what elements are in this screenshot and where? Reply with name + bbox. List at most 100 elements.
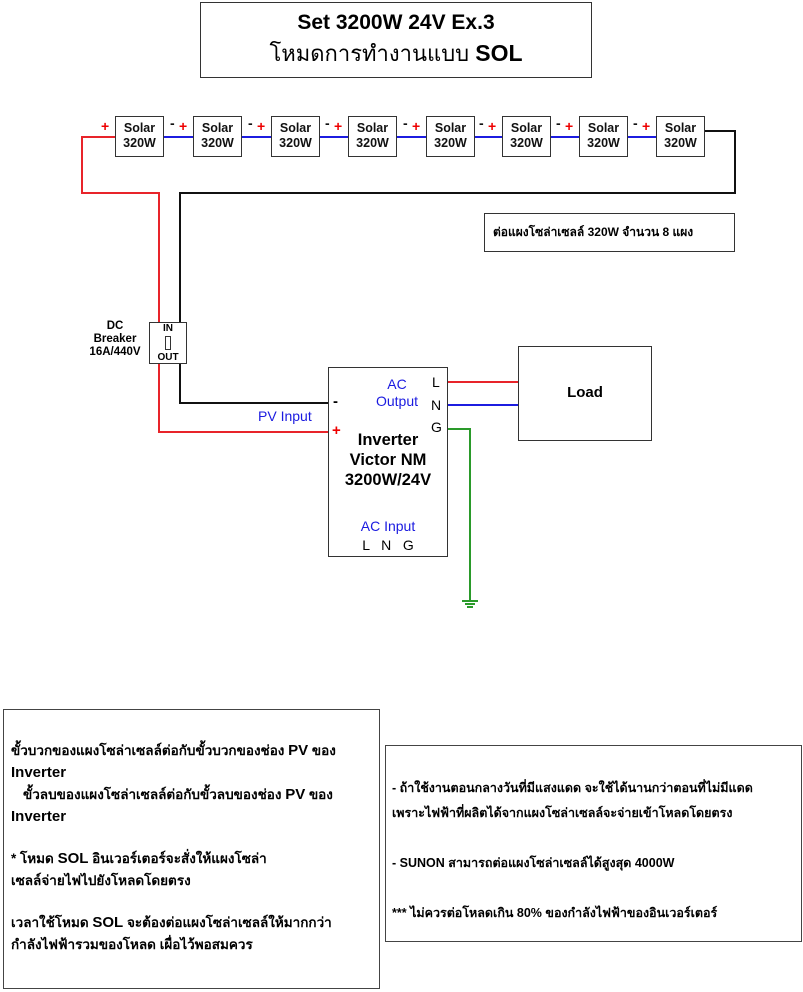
title-mode-prefix: โหมดการทำงานแบบ: [269, 41, 476, 66]
note-text: อินเวอร์เตอร์จะสั่งให้แผงโซล่า: [88, 851, 267, 866]
out-terminal-l: L: [432, 374, 440, 390]
note-sol-mode: * โหมด SOL อินเวอร์เตอร์จะสั่งให้แผงโซล่…: [11, 848, 373, 870]
inverter-name: Inverter Victor NM 3200W/24V: [328, 430, 448, 490]
positive-terminal-icon: +: [257, 118, 266, 134]
inverter-name-line: Inverter: [357, 431, 419, 449]
note-negative: ขั้วลบของแผงโซล่าเซลล์ต่อกับขั้วลบของช่อ…: [11, 784, 373, 806]
solar-panel-rating: 320W: [279, 136, 312, 150]
usage-notes-box: - ถ้าใช้งานตอนกลางวันที่มีแสงแดด จะใช้ได…: [385, 745, 802, 942]
out-terminal-g: G: [431, 419, 442, 435]
pv-input-label: PV Input: [258, 408, 312, 424]
out-terminal-n: N: [431, 397, 442, 413]
note-daytime: - ถ้าใช้งานตอนกลางวันที่มีแสงแดด จะใช้ได…: [392, 781, 753, 795]
breaker-switch-icon: [165, 336, 171, 350]
title-line-2: โหมดการทำงานแบบ SOL: [201, 39, 591, 68]
negative-terminal-icon: -: [479, 115, 484, 131]
breaker-label-line: DC: [106, 320, 124, 332]
ac-output-line: Output: [375, 393, 419, 409]
pv-minus-terminal: -: [333, 393, 338, 410]
ac-output-label: AC Output: [364, 376, 430, 410]
ac-input-terminals: L N G: [362, 537, 414, 553]
note-positive: ขั้วบวกของแผงโซล่าเซลล์ต่อกับขั้วบวกของช…: [11, 740, 373, 762]
wiring-notes-box: ขั้วบวกของแผงโซล่าเซลล์ต่อกับขั้วบวกของช…: [3, 709, 380, 989]
solar-panel-label: Solar: [123, 121, 156, 135]
solar-panel-rating: 320W: [356, 136, 389, 150]
positive-wire-to-inverter: [158, 364, 330, 433]
breaker-label-line: Breaker: [93, 333, 137, 345]
ground-wire: [447, 428, 471, 600]
solar-panel-label: Solar: [510, 121, 543, 135]
note-text: ของ: [305, 787, 333, 802]
dc-breaker: IN OUT: [149, 322, 187, 364]
solar-panel-rating: 320W: [434, 136, 467, 150]
solar-panel-rating: 320W: [587, 136, 620, 150]
title-mode: SOL: [475, 40, 523, 66]
positive-wire-to-breaker: [81, 136, 160, 322]
solar-panel-label: Solar: [356, 121, 389, 135]
diagram-title: Set 3200W 24V Ex.3 โหมดการทำงานแบบ SOL: [200, 2, 592, 78]
negative-terminal-icon: -: [248, 115, 253, 131]
negative-terminal-icon: -: [403, 115, 408, 131]
ground-icon: [462, 600, 478, 608]
solar-panel-label: Solar: [664, 121, 697, 135]
pv-plus-terminal: +: [332, 422, 341, 439]
note-sol-sizing: เวลาใช้โหมด SOL จะต้องต่อแผงโซล่าเซลล์ให…: [11, 912, 373, 934]
note-text: เวลาใช้โหมด: [11, 915, 93, 930]
negative-terminal-icon: -: [170, 115, 175, 131]
positive-terminal-icon: +: [488, 118, 497, 134]
note-inverter: Inverter: [11, 764, 67, 781]
solar-panel-rating: 320W: [123, 136, 156, 150]
positive-terminal-icon: +: [334, 118, 343, 134]
note-pv: PV: [285, 786, 306, 803]
load-box: Load: [518, 346, 652, 441]
negative-terminal-icon: -: [325, 115, 330, 131]
negative-wire-to-breaker: [179, 130, 736, 322]
title-line-1: Set 3200W 24V Ex.3: [297, 11, 495, 34]
solar-panel-rating: 320W: [510, 136, 543, 150]
note-text: ขั้วลบของแผงโซล่าเซลล์ต่อกับขั้วลบของช่อ…: [23, 787, 286, 802]
negative-wire-to-inverter: [179, 364, 330, 404]
solar-panel-label: Solar: [587, 121, 620, 135]
positive-terminal-icon: +: [179, 118, 188, 134]
positive-terminal-icon: +: [565, 118, 574, 134]
note-sol: SOL: [57, 850, 89, 867]
inverter-box: [328, 367, 448, 557]
breaker-label: DC Breaker 16A/440V: [80, 320, 150, 359]
note-inverter: Inverter: [11, 808, 67, 825]
solar-panel-rating: 320W: [664, 136, 697, 150]
note-text: * โหมด: [11, 851, 58, 866]
breaker-rating: 16A/440V: [89, 346, 141, 358]
note-max-pv: - SUNON สามารถต่อแผงโซล่าเซลล์ได้สูงสุด …: [392, 856, 675, 870]
negative-terminal-icon: -: [633, 115, 638, 131]
solar-panel-label: Solar: [434, 121, 467, 135]
note-text: ขั้วบวกของแผงโซล่าเซลล์ต่อกับขั้วบวกของช…: [11, 743, 289, 758]
breaker-out-label: OUT: [157, 352, 179, 363]
note-sol-sizing-line2: กำลังไฟฟ้ารวมของโหลด เผื่อไว้พอสมควร: [11, 937, 253, 952]
note-pv: PV: [288, 742, 309, 759]
panel-count-note: ต่อแผงโซล่าเซลล์ 320W จำนวน 8 แผง: [484, 213, 735, 252]
positive-terminal-icon: +: [101, 118, 110, 134]
ac-input-label: AC Input: [360, 518, 416, 534]
solar-panel-label: Solar: [201, 121, 234, 135]
note-text: ของ: [308, 743, 336, 758]
breaker-in-label: IN: [163, 323, 173, 334]
ac-output-line: AC: [387, 376, 407, 392]
negative-terminal-icon: -: [556, 115, 561, 131]
solar-panel-label: Solar: [279, 121, 312, 135]
note-text: จะต้องต่อแผงโซล่าเซลล์ให้มากกว่า: [123, 915, 332, 930]
note-sol: SOL: [92, 914, 124, 931]
note-load-limit: *** ไม่ควรต่อโหลดเกิน 80% ของกำลังไฟฟ้าข…: [392, 906, 718, 920]
positive-terminal-icon: +: [412, 118, 421, 134]
positive-terminal-icon: +: [642, 118, 651, 134]
solar-panel-rating: 320W: [201, 136, 234, 150]
inverter-model: Victor NM: [349, 451, 427, 469]
inverter-rating: 3200W/24V: [344, 471, 432, 489]
